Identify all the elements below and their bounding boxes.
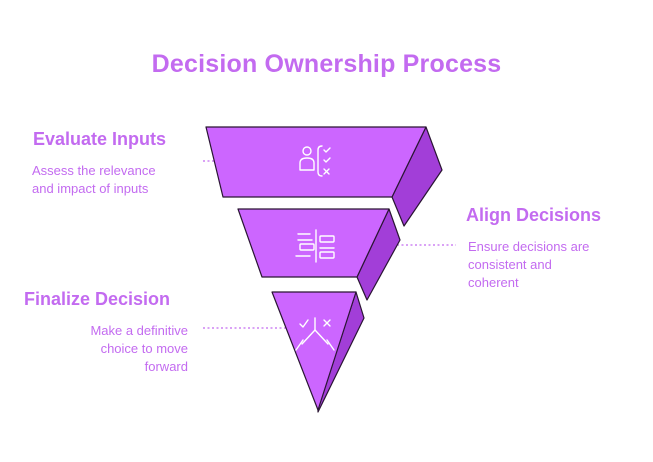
funnel-tier-finalize xyxy=(271,291,365,413)
page-title: Decision Ownership Process xyxy=(151,50,502,78)
description-line: forward xyxy=(144,359,188,374)
description-line: Assess the relevance xyxy=(32,163,156,178)
description-line: consistent and xyxy=(468,257,552,272)
person-checklist-icon xyxy=(299,145,331,177)
stage-title-evaluate: Evaluate Inputs xyxy=(33,129,167,149)
description-line: choice to move xyxy=(100,341,188,356)
funnel-tier-align xyxy=(237,208,401,301)
alignment-flow-icon xyxy=(295,229,335,263)
stage-title-align: Align Decisions xyxy=(466,205,602,225)
description-line: Make a definitive xyxy=(90,323,188,338)
stage-description-align: Ensure decisions are consistent and cohe… xyxy=(468,238,638,292)
description-line: coherent xyxy=(468,275,519,290)
stage-description-finalize: Make a definitive choice to move forward xyxy=(20,322,188,376)
decision-paths-icon xyxy=(295,317,335,351)
description-line: Ensure decisions are xyxy=(468,239,590,254)
funnel-tier-evaluate xyxy=(205,126,443,227)
stage-description-evaluate: Assess the relevance and impact of input… xyxy=(32,162,212,198)
description-line: and impact of inputs xyxy=(32,181,149,196)
stage-title-finalize: Finalize Decision xyxy=(24,289,171,309)
